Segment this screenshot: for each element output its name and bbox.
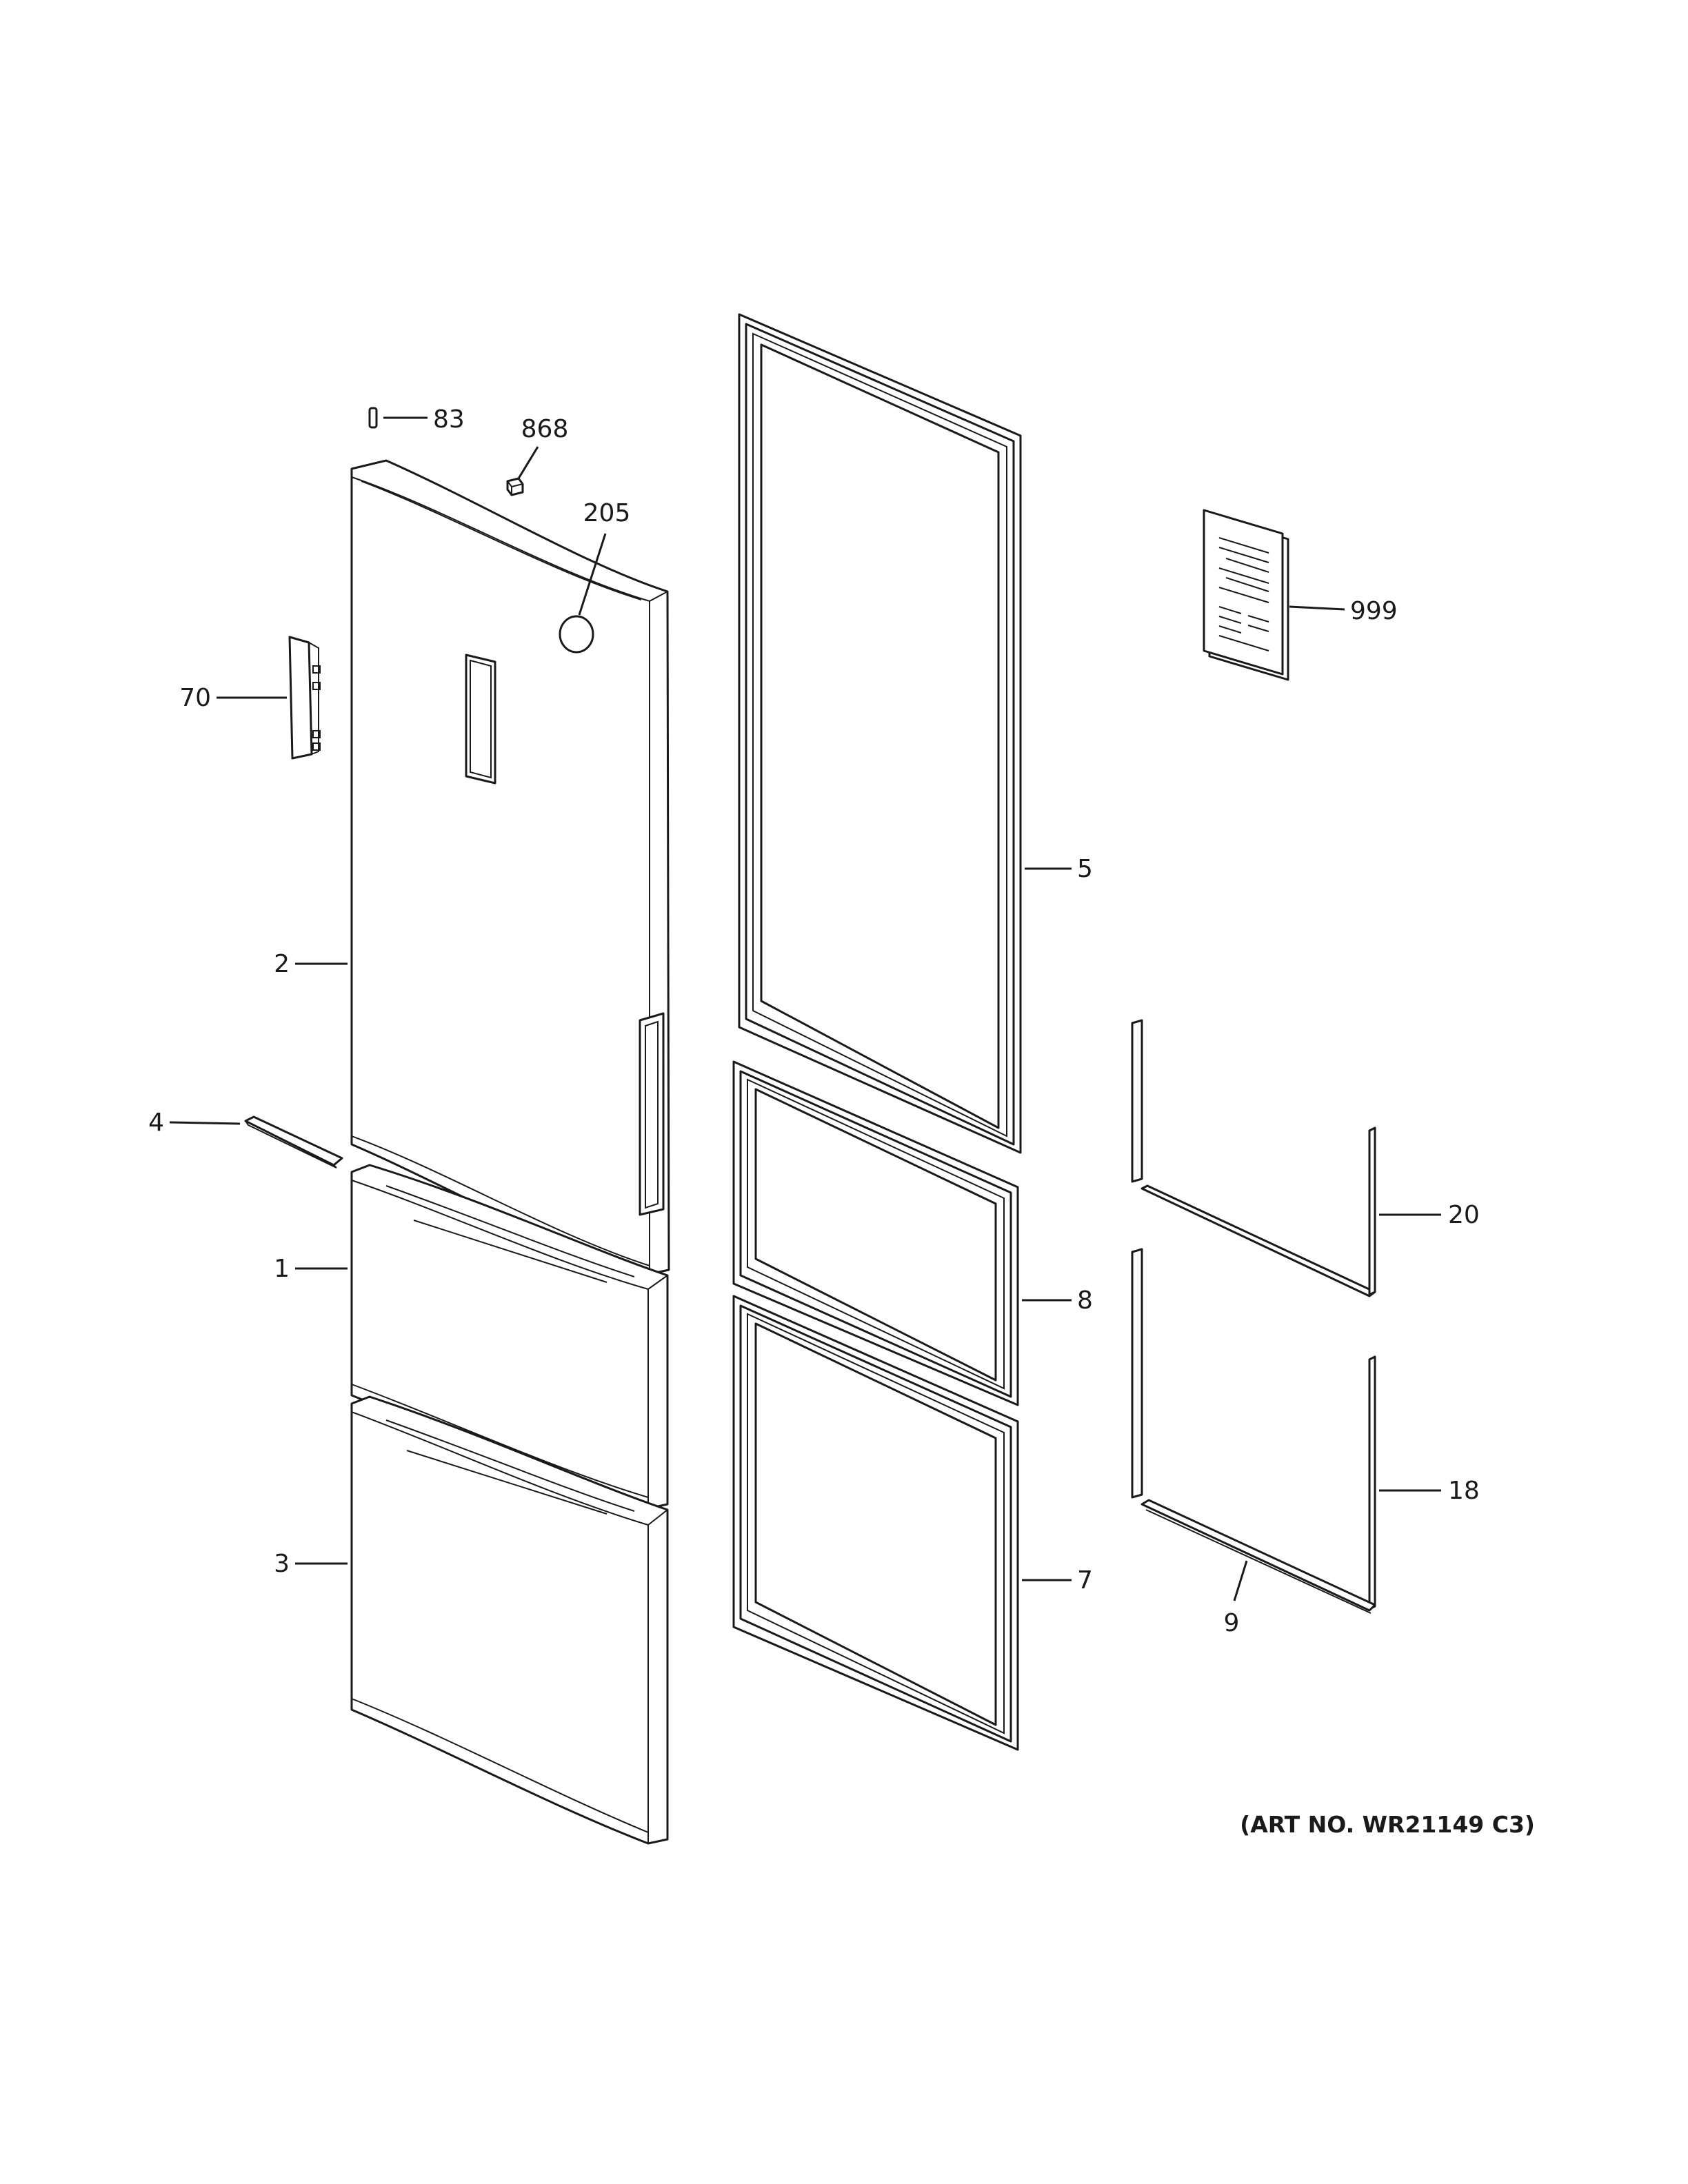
part-868-block[interactable] bbox=[506, 477, 524, 496]
part-70-hinge-cover[interactable] bbox=[288, 636, 321, 760]
callout-18: 18 bbox=[1448, 1477, 1480, 1505]
part-83-cap[interactable] bbox=[368, 407, 378, 429]
part-4-cover-strip[interactable] bbox=[244, 1115, 343, 1169]
part-18-lower-seal[interactable] bbox=[1131, 1248, 1376, 1610]
callout-83: 83 bbox=[433, 405, 465, 434]
part-999-manual[interactable] bbox=[1203, 509, 1289, 681]
callout-70: 70 bbox=[179, 684, 211, 712]
callout-8: 8 bbox=[1077, 1286, 1093, 1315]
callout-2: 2 bbox=[274, 950, 290, 978]
callout-1: 1 bbox=[274, 1255, 290, 1283]
callout-4: 4 bbox=[148, 1109, 164, 1137]
callout-205: 205 bbox=[583, 499, 631, 527]
part-20-upper-seal[interactable] bbox=[1131, 1019, 1376, 1297]
callout-5: 5 bbox=[1077, 855, 1093, 883]
leader-lines bbox=[169, 416, 1441, 1601]
callout-999: 999 bbox=[1350, 597, 1398, 625]
callout-20: 20 bbox=[1448, 1201, 1480, 1229]
part-2-upper-door[interactable] bbox=[350, 459, 670, 1275]
callout-3: 3 bbox=[274, 1550, 290, 1578]
part-7-lower-gasket[interactable] bbox=[732, 1295, 1019, 1751]
part-8-middle-gasket[interactable] bbox=[732, 1060, 1019, 1406]
callout-7: 7 bbox=[1077, 1566, 1093, 1595]
part-5-upper-gasket[interactable] bbox=[738, 313, 1022, 1154]
art-number: (ART NO. WR21149 C3) bbox=[1240, 1811, 1535, 1838]
part-9-bottom-seal[interactable] bbox=[1141, 1499, 1376, 1614]
callout-labels: 83 868 205 70 2 4 1 3 5 8 7 999 20 18 9 bbox=[148, 405, 1480, 1637]
part-3-lower-drawer[interactable] bbox=[350, 1395, 669, 1845]
callout-9: 9 bbox=[1224, 1609, 1240, 1637]
callout-868: 868 bbox=[521, 415, 569, 443]
